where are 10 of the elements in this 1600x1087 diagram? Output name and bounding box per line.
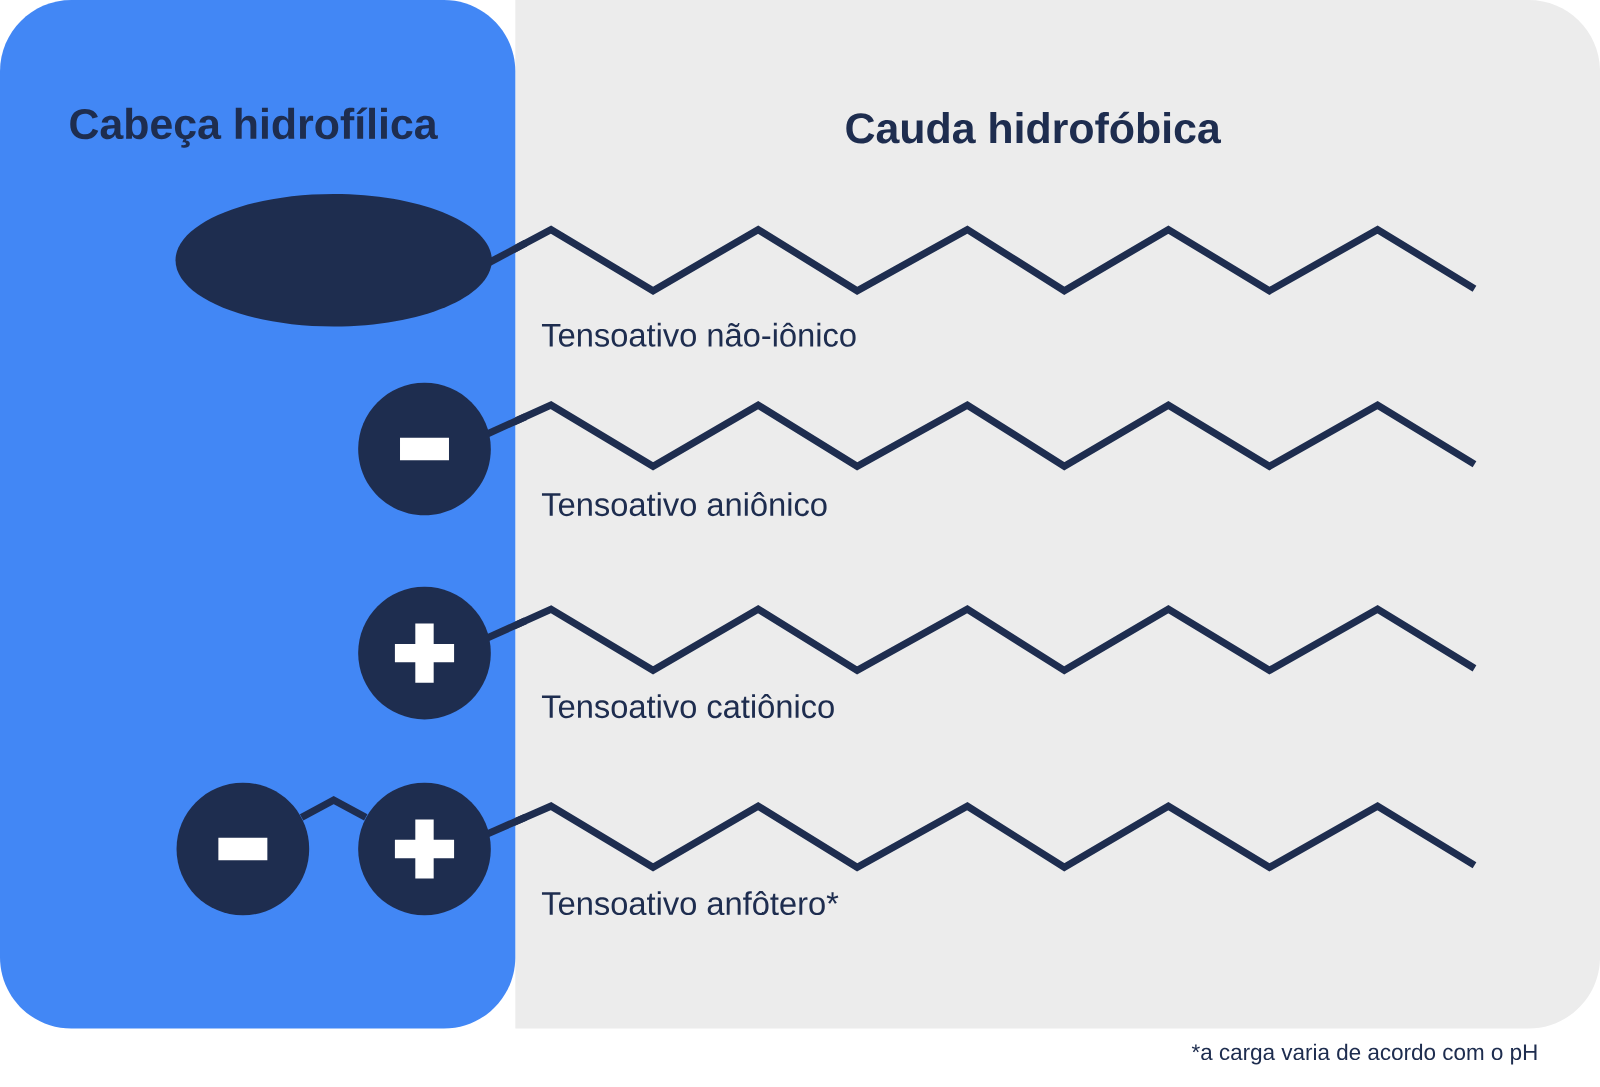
charged-head-circle bbox=[358, 586, 527, 720]
charged-head-circle bbox=[358, 382, 527, 516]
surfactant-label: Tensoativo anfôtero* bbox=[541, 891, 839, 916]
charged-head-circle bbox=[176, 782, 310, 916]
connector-line bbox=[299, 796, 368, 821]
surfactant-label: Tensoativo não-iônico bbox=[541, 322, 856, 347]
surfactant-label: Tensoativo catiônico bbox=[541, 694, 834, 719]
surfactant-label: Tensoativo aniônico bbox=[541, 492, 827, 517]
head-ellipse bbox=[175, 194, 528, 327]
charged-head-circle bbox=[358, 782, 527, 916]
